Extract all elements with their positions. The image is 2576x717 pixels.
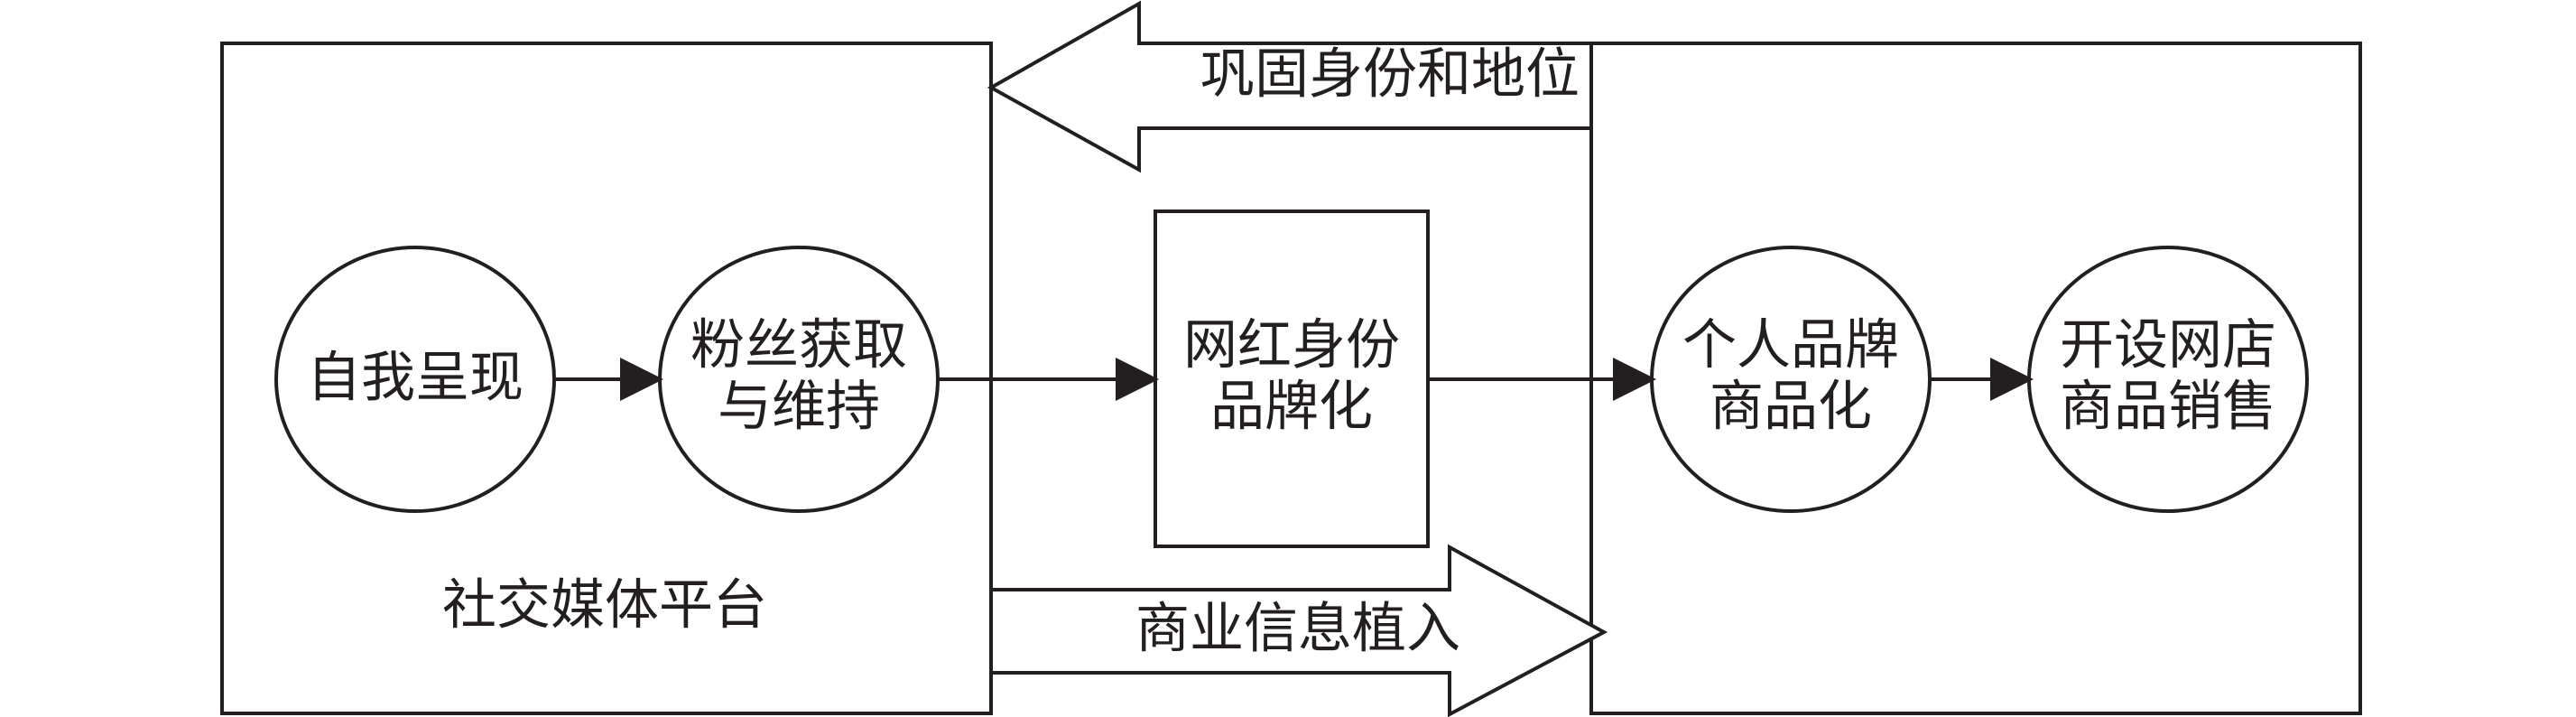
fan-acquisition-line1: 粉丝获取 — [690, 314, 907, 377]
platform-label: 社交媒体平台 — [442, 574, 767, 638]
commercial-info-label: 商业信息植入 — [1135, 598, 1460, 661]
influencer-branding-line1: 网红身份 — [1183, 314, 1400, 377]
online-store-line1: 开设网店 — [2060, 314, 2276, 377]
self-presentation-label: 自我呈现 — [307, 347, 524, 410]
personal-brand-line2: 商品化 — [1710, 376, 1872, 439]
fan-acquisition-line2: 与维持 — [718, 376, 880, 439]
influencer-branding-line2: 品牌化 — [1210, 376, 1373, 439]
online-store-line2: 商品销售 — [2060, 376, 2276, 439]
reinforce-identity-arrow — [987, 0, 1593, 173]
personal-brand-line1: 个人品牌 — [1682, 314, 1899, 377]
reinforce-identity-label: 巩固身份和地位 — [1200, 43, 1580, 107]
commercial-info-arrow — [989, 544, 1608, 717]
